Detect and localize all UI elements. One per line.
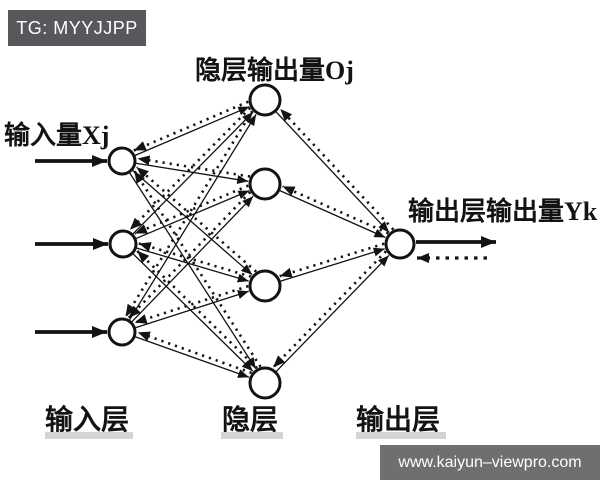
edge-backward-output1-hidden4	[272, 250, 387, 369]
node-hidden-2	[248, 167, 282, 201]
edge-forward-input2-hidden1	[132, 111, 254, 235]
edge-backward-output1-hidden1	[279, 108, 395, 231]
edge-backward-output1-hidden3	[279, 242, 385, 278]
edge-forward-hidden2-output1	[279, 189, 386, 239]
node-output-1	[384, 228, 416, 260]
caption-highlight-strip	[356, 432, 446, 439]
edge-backward-output1-hidden2	[282, 185, 389, 235]
corner-tag-text: TG: MYYJJPP	[16, 17, 138, 38]
edge-forward-input2-hidden3	[136, 247, 249, 283]
edge-forward-hidden4-output1	[275, 255, 390, 372]
node-hidden-3	[248, 269, 282, 303]
edge-backward-hidden1-input1	[133, 100, 249, 152]
edge-forward-input3-hidden1	[128, 114, 257, 321]
edge-forward-input1-hidden3	[132, 169, 253, 276]
output-layer-output-label: 输出层输出量Yk	[408, 197, 598, 226]
corner-tag-badge: TG: MYYJJPP	[8, 10, 146, 46]
edge-forward-input2-hidden2	[135, 190, 250, 240]
edge-forward-hidden1-output1	[275, 111, 390, 233]
edge-backward-hidden2-input2	[134, 184, 249, 235]
edge-backward-hidden3-input2	[138, 242, 252, 278]
node-hidden-4	[248, 366, 282, 400]
edge-forward-input1-hidden4	[129, 172, 257, 370]
output-layer-caption: 输出层	[356, 405, 441, 436]
edge-forward-input3-hidden4	[134, 336, 250, 378]
hidden-layer-caption: 隐层	[222, 405, 279, 436]
external-arrows-group	[35, 155, 496, 338]
edge-backward-hidden1-input3	[124, 110, 254, 318]
edge-forward-hidden3-output1	[280, 247, 385, 282]
edges-group	[124, 100, 395, 378]
edge-backward-hidden2-input3	[127, 191, 252, 319]
node-hidden-1	[248, 83, 282, 117]
caption-highlight-strip	[45, 432, 133, 439]
node-input-2	[108, 229, 138, 259]
edge-forward-input2-hidden4	[132, 253, 254, 372]
edge-backward-hidden3-input3	[134, 284, 249, 324]
edge-forward-input3-hidden2	[131, 195, 254, 323]
edge-backward-hidden4-input1	[133, 170, 262, 368]
edge-backward-hidden3-input1	[135, 166, 258, 273]
edge-backward-hidden2-input1	[137, 155, 251, 178]
node-input-1	[107, 146, 137, 176]
edge-forward-input1-hidden2	[135, 162, 249, 184]
edge-backward-hidden1-input2	[129, 106, 252, 231]
input-layer-caption: 输入层	[45, 405, 130, 436]
edge-forward-input3-hidden3	[135, 290, 250, 329]
edge-forward-input1-hidden1	[134, 106, 250, 157]
hidden-layer-output-label: 隐层输出量Oj	[195, 56, 354, 85]
caption-highlight-strip	[221, 432, 283, 439]
node-input-3	[107, 317, 137, 347]
watermark-bar: www.kaiyun–viewpro.com	[380, 445, 600, 480]
input-quantity-label: 输入量Xj	[4, 121, 110, 150]
watermark-text: www.kaiyun–viewpro.com	[398, 453, 582, 471]
nodes-group	[107, 83, 416, 400]
